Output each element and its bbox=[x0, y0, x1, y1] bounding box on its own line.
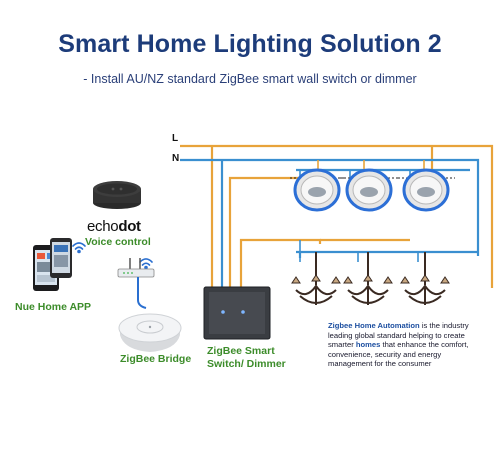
page-subtitle: - Install AU/NZ standard ZigBee smart wa… bbox=[83, 72, 417, 86]
neutral-label: N bbox=[172, 153, 180, 164]
live-main-wire bbox=[180, 144, 494, 288]
echo-dot-icon bbox=[93, 181, 141, 209]
wifi-icon-phone bbox=[72, 242, 86, 254]
bridge-label: ZigBee Bridge bbox=[120, 353, 192, 365]
switch-label-line2: Switch/ Dimmer bbox=[207, 358, 286, 370]
app-label: Nue Home APP bbox=[15, 301, 92, 313]
live-label: L bbox=[172, 133, 179, 144]
zigbee-description: Zigbee Home Automation is the industry l… bbox=[328, 321, 483, 369]
wifi-icon-router bbox=[139, 258, 153, 270]
voice-control-label: Voice control bbox=[85, 236, 151, 248]
echo-dot-logo: echodot bbox=[87, 218, 141, 235]
page-title: Smart Home Lighting Solution 2 bbox=[58, 30, 442, 58]
chandelier-2 bbox=[343, 252, 393, 305]
switch-label-line1: ZigBee Smart bbox=[207, 345, 275, 357]
downlight-2 bbox=[340, 168, 398, 212]
router-icon bbox=[117, 258, 155, 278]
description-text-1: is the industry leading global standard … bbox=[328, 321, 469, 350]
echo-model-text: dot bbox=[118, 218, 141, 235]
zigbee-bridge-icon bbox=[118, 313, 182, 352]
description-text-2: that enhance the comfort, convenience, s… bbox=[328, 340, 469, 369]
chandelier-3 bbox=[400, 252, 450, 305]
chandelier-1 bbox=[291, 252, 341, 305]
description-homes: homes bbox=[355, 340, 381, 350]
description-highlight: Zigbee Home Automation bbox=[328, 321, 420, 330]
live-wires bbox=[180, 144, 494, 300]
neutral-main-wire bbox=[180, 158, 480, 256]
phone-app-icon bbox=[33, 238, 72, 291]
downlight-3 bbox=[398, 168, 455, 212]
ethernet-cable bbox=[137, 277, 147, 309]
zigbee-wall-switch bbox=[203, 286, 271, 340]
switched-live-downlights bbox=[228, 176, 330, 300]
echo-brand-text: echo bbox=[87, 218, 119, 235]
downlight-1 bbox=[290, 168, 345, 212]
switched-live-chandeliers bbox=[239, 238, 322, 300]
